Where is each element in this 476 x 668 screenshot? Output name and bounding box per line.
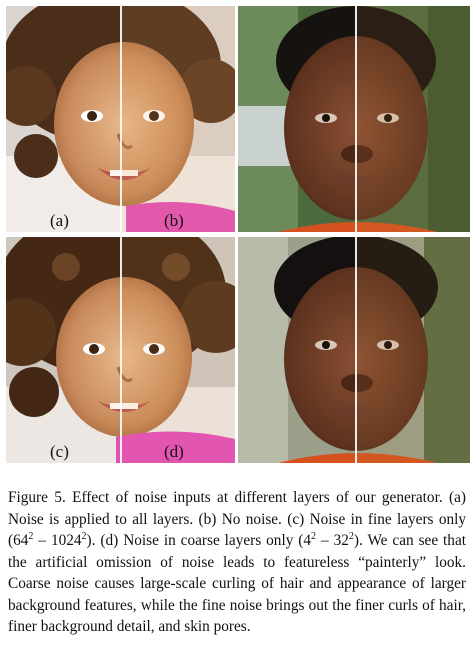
figure-label: Figure 5.	[8, 489, 66, 506]
split-divider	[355, 6, 357, 232]
caption-c: (c) Noise in fine layers only (642 – 102…	[8, 510, 467, 550]
split-divider	[355, 237, 357, 463]
sublabel-c: (c)	[50, 442, 69, 461]
caption-intro: Effect of noise inputs at different laye…	[72, 489, 443, 506]
panel-top-right-teen	[238, 6, 470, 232]
sublabel-d: (d)	[164, 442, 184, 461]
panel-bottom-right-teen	[238, 237, 470, 463]
child-portrait-image	[6, 6, 235, 232]
caption-a: (a) Noise is applied to all layers.	[8, 489, 466, 528]
figure-caption: Figure 5. Effect of noise inputs at diff…	[8, 487, 466, 638]
split-divider	[120, 237, 122, 463]
figure-grid: (a) (b)	[6, 6, 470, 463]
split-divider	[120, 6, 122, 232]
panel-top-left-child: (a) (b)	[6, 6, 235, 232]
caption-d: (d) Noise in coarse layers only (42 – 32…	[100, 530, 363, 549]
sublabel-a: (a)	[50, 211, 69, 230]
panel-bottom-left-child: (c) (d)	[6, 237, 235, 463]
sublabel-b: (b)	[164, 211, 184, 230]
caption-b: (b) No noise.	[198, 510, 282, 528]
teen-portrait-image	[238, 6, 470, 232]
teen-portrait-image-noise	[238, 237, 470, 463]
caption-rest: We can see that the artificial omission …	[8, 532, 466, 635]
